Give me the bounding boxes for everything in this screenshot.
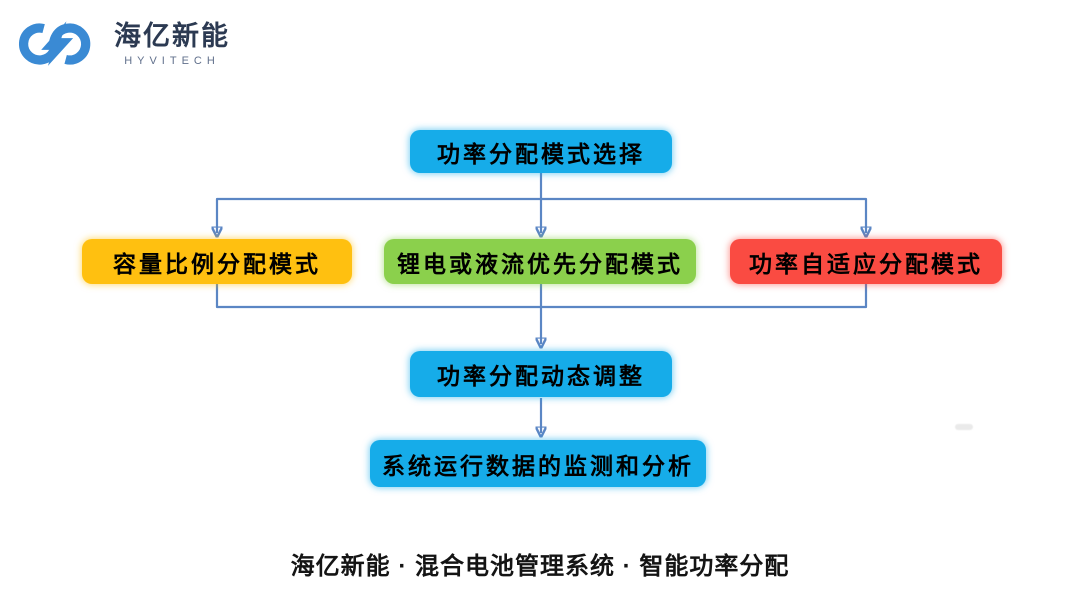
- node-power-adaptive-mode: 功率自适应分配模式: [730, 239, 1002, 284]
- brand-logo: 海亿新能 HYVITECH: [16, 10, 230, 78]
- connector-root-to-mode-c: [541, 197, 866, 233]
- node-lithium-or-flow-priority-mode: 锂电或液流优先分配模式: [384, 239, 696, 284]
- node-system-data-monitoring-analysis: 系统运行数据的监测和分析: [370, 440, 706, 487]
- connector-root-to-mode-a: [217, 197, 541, 233]
- brand-wordmark: 海亿新能 HYVITECH: [114, 21, 230, 67]
- smudge-artifact: [955, 424, 973, 430]
- connector-mode-c-merge: [541, 284, 868, 309]
- node-capacity-ratio-mode: 容量比例分配模式: [82, 239, 352, 284]
- node-dynamic-power-adjustment: 功率分配动态调整: [410, 351, 672, 397]
- connector-mode-a-merge: [215, 284, 541, 309]
- lightning-bolt-icon: [41, 21, 74, 66]
- infinity-bolt-logo-icon: [18, 21, 91, 66]
- brand-name-chinese: 海亿新能: [114, 20, 230, 51]
- footer-caption: 海亿新能 · 混合电池管理系统 · 智能功率分配: [290, 553, 790, 580]
- brand-name-english: HYVITECH: [124, 55, 220, 68]
- node-power-allocation-mode-selection: 功率分配模式选择: [410, 130, 672, 173]
